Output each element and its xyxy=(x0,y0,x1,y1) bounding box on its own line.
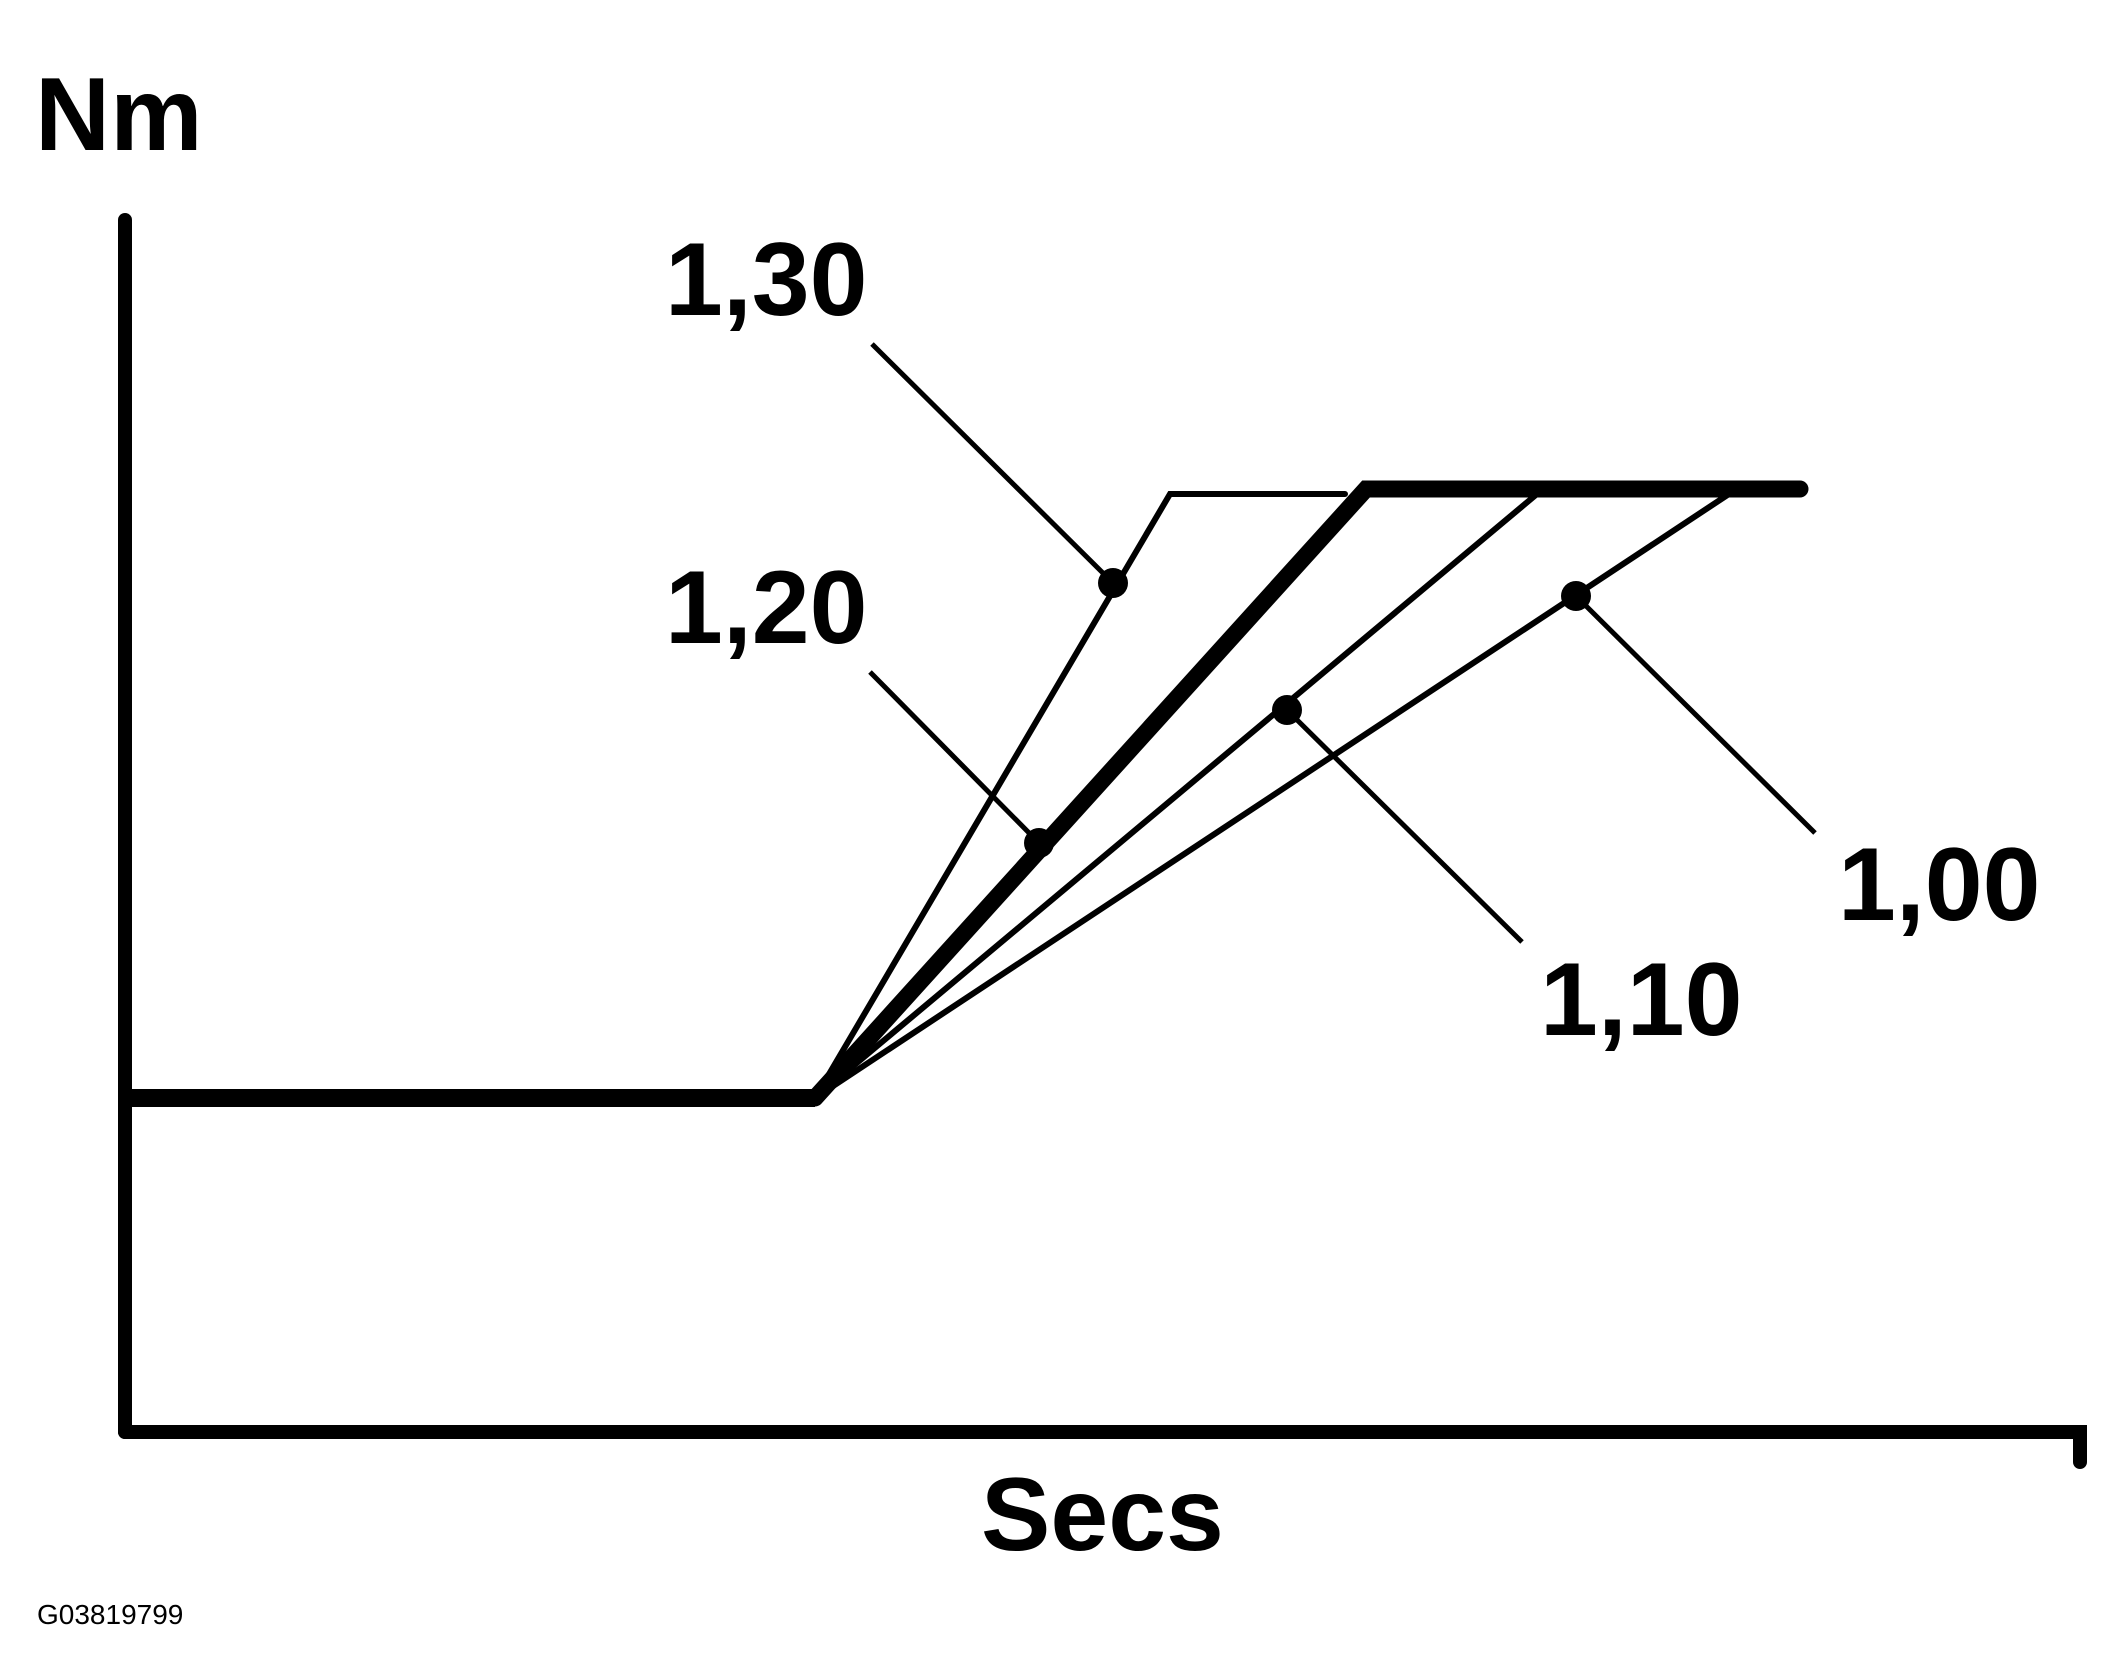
callout-dots xyxy=(1024,568,1591,858)
x-axis-label: Secs xyxy=(981,1457,1224,1573)
callout-label-1-20: 1,20 xyxy=(665,550,867,666)
leader-1-00 xyxy=(1573,593,1817,835)
y-axis-label: Nm xyxy=(35,57,203,173)
callout-label-1-10: 1,10 xyxy=(1540,942,1742,1058)
curves xyxy=(125,480,1809,1107)
curve-1-20-thick xyxy=(806,480,1809,1107)
leader-1-10 xyxy=(1284,707,1524,944)
dot-1-30 xyxy=(1098,568,1128,598)
dot-1-10 xyxy=(1272,695,1302,725)
dot-1-00 xyxy=(1561,581,1591,611)
callout-label-1-30: 1,30 xyxy=(665,222,867,338)
curve-1-30 xyxy=(812,491,1348,1101)
callout-label-1-00: 1,00 xyxy=(1838,827,2040,943)
figure-id: G03819799 xyxy=(37,1599,183,1630)
leader-lines xyxy=(868,342,1817,944)
axes xyxy=(118,213,2087,1469)
dot-1-20 xyxy=(1024,828,1054,858)
curve-1-10 xyxy=(812,491,1540,1101)
x-axis xyxy=(118,1425,2087,1469)
leader-1-30 xyxy=(870,342,1114,584)
leader-1-20 xyxy=(868,670,1040,844)
